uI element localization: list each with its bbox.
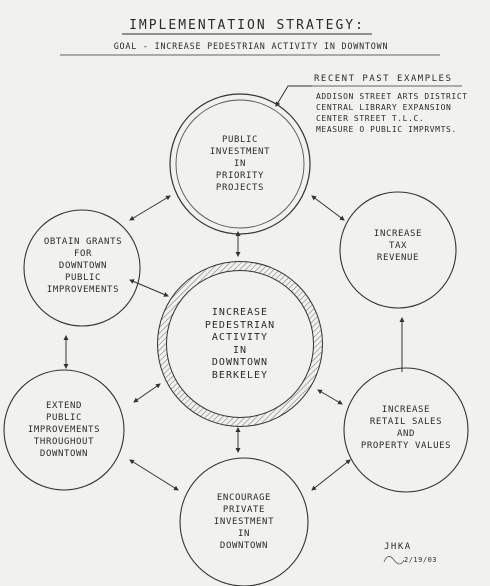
- node-label-line: in: [232, 344, 248, 356]
- node-label-line: for: [73, 249, 93, 259]
- node-label-line: Encourage: [216, 493, 272, 503]
- node-lower-right-circle: [343, 367, 469, 493]
- note-heading: Recent Past Examples: [314, 74, 453, 84]
- node-center-circle: [157, 261, 323, 427]
- page-subtitle: Goal - Increase Pedestrian Activity in D…: [113, 41, 389, 51]
- node-top-circle: [169, 93, 311, 235]
- node-lower-left-label: Extend Public Improvements Throughout Do…: [10, 400, 118, 460]
- node-label-line: Berkeley: [211, 369, 269, 381]
- arrow-center-to-lower-left: [133, 383, 161, 403]
- note-line: Addison Street Arts District: [316, 92, 468, 101]
- node-label-line: Private: [222, 505, 266, 515]
- node-upper-left-circle: [23, 209, 141, 327]
- node-label-line: Increase: [211, 307, 269, 318]
- signature-mark: [383, 556, 405, 565]
- node-label-line: Projects: [215, 183, 265, 193]
- arrow-lower-left-to-bottom: [129, 459, 179, 491]
- node-label-line: Public: [64, 273, 102, 283]
- arrow-center-to-lower-right: [317, 389, 343, 405]
- node-label-line: in: [237, 529, 251, 539]
- node-lower-left-circle: [3, 369, 125, 491]
- node-bottom-circle: [179, 457, 309, 586]
- node-label-line: Pedestrian: [204, 319, 276, 331]
- node-label-line: Throughout: [33, 437, 95, 447]
- node-label-line: Extend: [45, 401, 83, 411]
- node-lower-right-label: Increase Retail Sales and Property Value…: [348, 404, 464, 452]
- node-upper-right-label: Increase Tax Revenue: [348, 228, 448, 264]
- arrow-bottom-to-lower-right: [311, 459, 351, 491]
- arrow-top-to-upper-right: [311, 195, 345, 221]
- signature-initials: JHKA: [384, 542, 412, 552]
- node-label-line: Tax: [388, 241, 408, 251]
- node-upper-left-label: Obtain Grants for Downtown Public Improv…: [30, 236, 136, 296]
- node-label-line: Priority: [215, 171, 265, 181]
- node-label-line: Downtown: [58, 261, 108, 271]
- node-center-label: Increase Pedestrian Activity in Downtown…: [178, 307, 302, 382]
- arrow-upper-left-to-center: [129, 279, 169, 297]
- node-label-line: Public: [221, 135, 259, 145]
- arrow-upper-left-to-top: [129, 195, 171, 221]
- note-lines: Addison Street Arts District Central Lib…: [316, 92, 468, 134]
- note-line: Center Street T.L.C.: [316, 114, 425, 123]
- node-label-line: Increase: [373, 229, 423, 239]
- node-label-line: Activity: [211, 332, 269, 343]
- node-label-line: Obtain Grants: [43, 237, 123, 247]
- signature-date: 2/19/03: [404, 556, 438, 564]
- node-top-label: Public Investment in Priority Projects: [180, 134, 300, 194]
- node-label-line: in: [233, 159, 247, 169]
- node-bottom-label: Encourage Private Investment in Downtown: [190, 492, 298, 552]
- node-label-line: Property Values: [360, 441, 452, 451]
- node-label-line: Increase: [381, 405, 431, 415]
- node-label-line: Investment: [213, 517, 275, 527]
- node-label-line: Retail Sales: [369, 417, 443, 427]
- node-label-line: Improvements: [46, 285, 120, 295]
- page-title: Implementation Strategy:: [129, 18, 365, 33]
- note-leader-line: [275, 85, 312, 107]
- node-label-line: and: [396, 429, 416, 439]
- note-line: Central Library Expansion: [316, 103, 452, 112]
- node-label-line: Revenue: [376, 253, 420, 263]
- node-label-line: Downtown: [219, 541, 269, 551]
- node-label-line: Improvements: [27, 425, 101, 435]
- node-label-line: Investment: [209, 147, 271, 157]
- node-label-line: Downtown: [39, 449, 89, 459]
- note-line: Measure O Public Imprvmts.: [316, 125, 457, 134]
- node-label-line: Public: [45, 413, 83, 423]
- node-upper-right-circle: [339, 191, 457, 309]
- node-label-line: Downtown: [211, 357, 269, 368]
